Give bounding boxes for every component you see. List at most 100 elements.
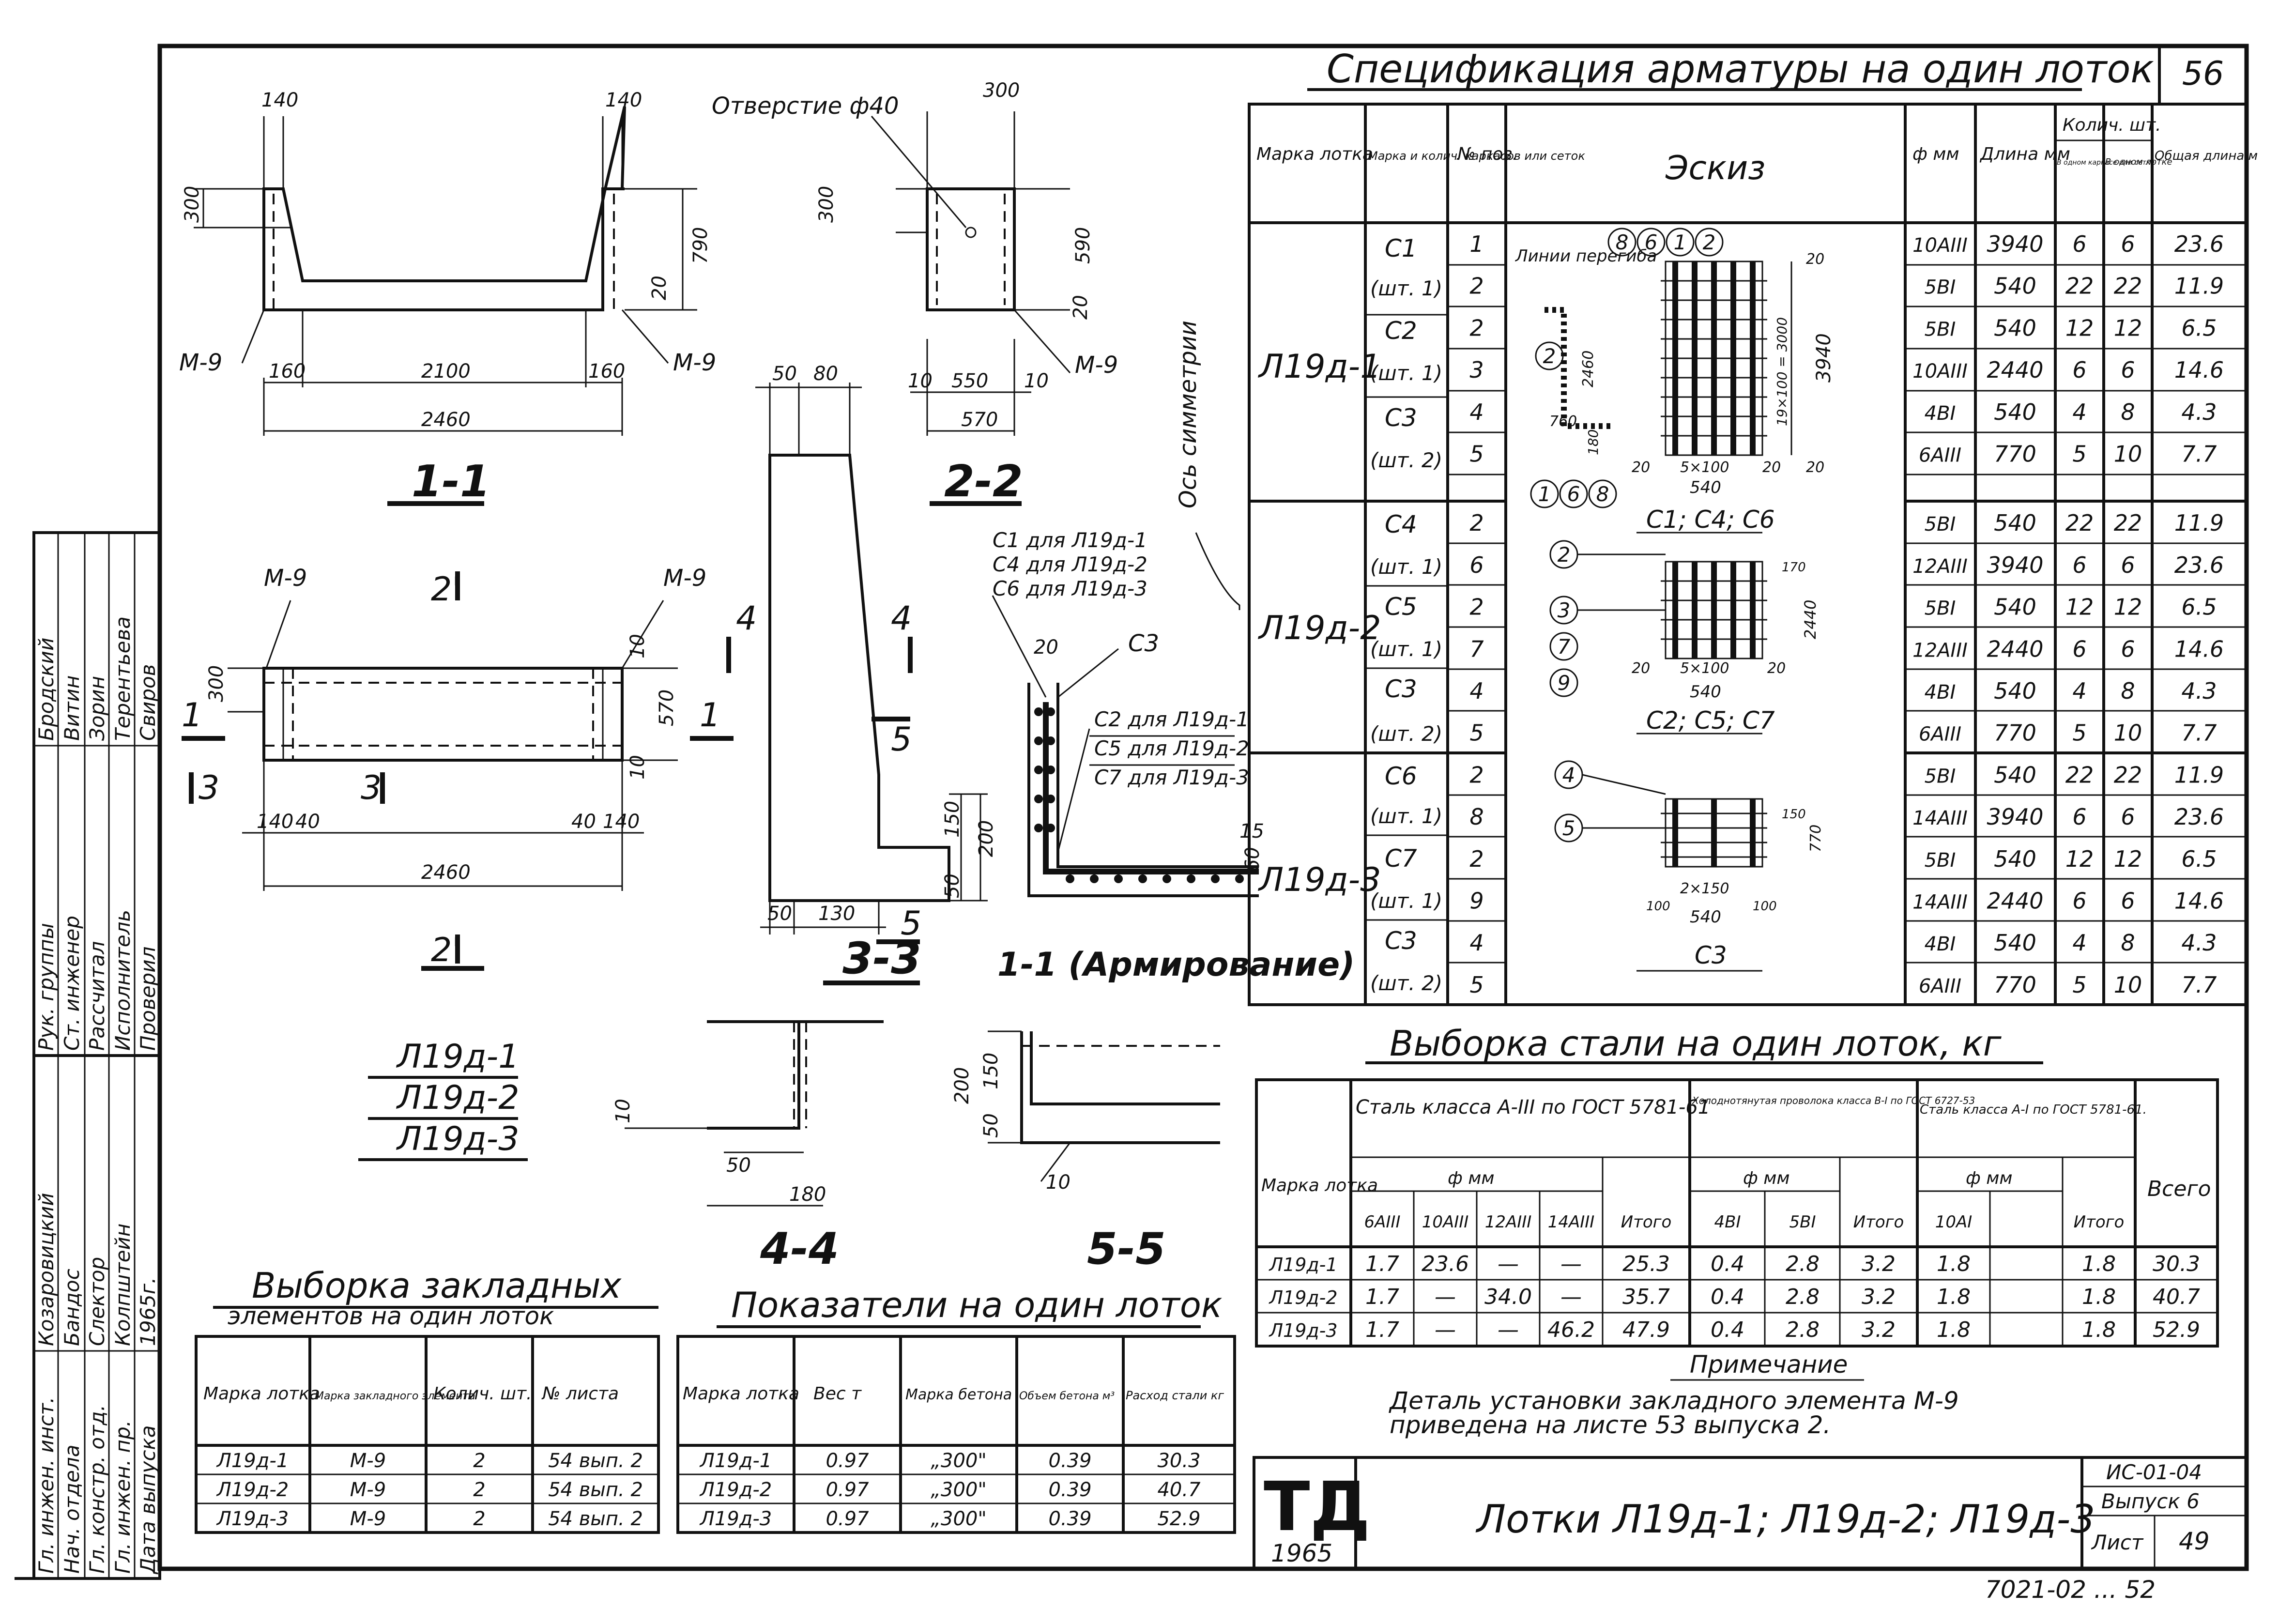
dim-160-a: 160 xyxy=(269,360,306,383)
model-list: Л19д-1 Л19д-2 Л19д-3 xyxy=(358,1038,528,1161)
spec-cell-r15-c4: 12 xyxy=(2065,846,2094,872)
spec-cell-r3-c4: 12 xyxy=(2065,315,2094,341)
steel-cell-r3-c4: — xyxy=(1498,1318,1519,1342)
dim-140-a: 140 xyxy=(261,89,298,111)
embedded-h-qty: Колич. шт. xyxy=(433,1384,532,1404)
spec-frame-5-count: (шт. 1) xyxy=(1370,637,1442,661)
label-c1-for: С1 для Л19д-1 xyxy=(993,528,1147,552)
dim-140-b: 140 xyxy=(605,89,642,111)
label-m9-b: М-9 xyxy=(673,349,716,376)
sketch-circle-6a: 6 xyxy=(1645,230,1658,254)
dim-10-e: 10 xyxy=(612,1099,634,1123)
label-m9-d: М-9 xyxy=(264,565,307,592)
embedded-h-sheet: № листа xyxy=(541,1384,619,1404)
steel-cell-r3-c5: 46.2 xyxy=(1547,1318,1595,1342)
spec-cell-r13-c1: 2 xyxy=(1469,762,1483,788)
spec-cell-r14-c4: 6 xyxy=(2072,804,2086,830)
spec-cell-r9-c6: 6.5 xyxy=(2181,594,2217,620)
section-2-2-caption: 2-2 xyxy=(944,456,1023,507)
spec-cell-r12-c3: 770 xyxy=(1994,720,2036,746)
dim-140-d: 140 xyxy=(603,811,640,833)
sketch-circle-2b: 2 xyxy=(1543,344,1556,368)
dim-180: 180 xyxy=(789,1183,826,1206)
spec-cell-r14-c1: 8 xyxy=(1469,804,1483,830)
spec-cell-r12-c6: 7.7 xyxy=(2181,720,2217,746)
mark-3-mid: 3 xyxy=(361,769,382,807)
indicators-h-steel: Расход стали кг xyxy=(1126,1389,1224,1402)
sketch-dim-2460c: 2460 xyxy=(1580,351,1597,387)
dim-50-a: 50 xyxy=(772,363,797,385)
spec-cell-r4-c1: 3 xyxy=(1469,357,1483,383)
side-stamp-role-3: Рассчитал xyxy=(85,941,109,1051)
spec-frame-7-count: (шт. 1) xyxy=(1370,804,1442,828)
spec-h-qty-one: В одном каркасе или сетке xyxy=(2057,159,2155,167)
steel-sub-9: 10АI xyxy=(1935,1212,1973,1232)
spec-cell-r17-c4: 4 xyxy=(2072,930,2086,956)
dim-50-d: 50 xyxy=(726,1154,751,1177)
side-stamp-role-1: Рук. группы xyxy=(34,923,58,1051)
spec-h-pos: № поз. xyxy=(1456,144,1518,164)
spec-cell-r8-c6: 23.6 xyxy=(2174,552,2224,578)
side-stamp-name-6: Козаровицкий xyxy=(34,1193,58,1346)
dim-40-b: 40 xyxy=(571,811,596,833)
spec-h-qty-tray: В одном лотке xyxy=(2105,157,2172,167)
spec-cell-r14-c2: 14АIII xyxy=(1912,807,1968,829)
sketch-cap-3: С3 xyxy=(1695,941,1727,969)
steel-cell-r3-c10: 1.8 xyxy=(1937,1318,1971,1342)
sketch-dim-3000: 19×100 = 3000 xyxy=(1774,317,1790,426)
steel-sub-2: 10АIII xyxy=(1422,1212,1469,1232)
side-stamp-role-9: Гл. инжен. пр. xyxy=(111,1420,135,1574)
steel-cell-r3-c1: Л19д-3 xyxy=(1268,1320,1337,1341)
steel-cell-r1-c13: 30.3 xyxy=(2153,1252,2200,1276)
sketch-dim-540b: 540 xyxy=(1690,682,1721,702)
indicators-cell-r1-c2: 0.97 xyxy=(826,1450,869,1472)
label-c3-detail: С3 xyxy=(1128,630,1159,657)
spec-cell-r4-c5: 6 xyxy=(2121,357,2135,383)
sketch-cap-2: С2; С5; С7 xyxy=(1646,706,1775,735)
spec-cell-r3-c1: 2 xyxy=(1469,315,1483,341)
spec-cell-r9-c5: 12 xyxy=(2114,594,2142,620)
sketch-dim-170: 170 xyxy=(1782,560,1806,575)
section-5-5-drawing: 200 150 50 10 5-5 xyxy=(951,1030,1220,1274)
spec-h-diam: ф мм xyxy=(1912,144,1959,164)
dim-570: 570 xyxy=(961,409,998,431)
indicators-cell-r2-c1: Л19д-2 xyxy=(699,1479,772,1501)
spec-cell-r18-c1: 5 xyxy=(1469,972,1483,998)
spec-table: Спецификация арматуры на один лоток xyxy=(1248,46,2258,1006)
section-1-1-drawing: 140 140 300 790 20 160 2100 160 2460 М-9… xyxy=(179,89,716,507)
note-title: Примечание xyxy=(1690,1350,1848,1379)
embedded-cell-r2-c3: 2 xyxy=(473,1479,485,1501)
section-1-1-reinforcement: 15 60 20 С1 для Л19д-1 С4 для Л19д-2 С6 … xyxy=(992,528,1355,984)
section-3-3-drawing: 50 80 50 130 150 200 50 4 4 5 5 3-3 xyxy=(726,363,997,985)
spec-cell-r5-c4: 4 xyxy=(2072,399,2086,425)
dim-40-a: 40 xyxy=(295,811,320,833)
spec-cell-r12-c4: 5 xyxy=(2072,720,2086,746)
spec-cell-r11-c5: 8 xyxy=(2121,678,2135,704)
dim-80: 80 xyxy=(813,363,838,385)
sketch-dim-540a: 540 xyxy=(1690,478,1721,497)
embedded-cell-r3-c3: 2 xyxy=(473,1508,485,1530)
dim-2460-b: 2460 xyxy=(421,861,471,884)
spec-cell-r10-c4: 6 xyxy=(2072,636,2086,662)
spec-cell-r15-c1: 2 xyxy=(1469,846,1483,872)
steel-cell-r2-c4: 34.0 xyxy=(1484,1285,1532,1309)
sketch-mesh-2: 2 3 7 9 170 2440 20 5×100 20 540 С2; С5;… xyxy=(1549,540,1820,735)
spec-cell-r2-c3: 540 xyxy=(1994,273,2036,299)
spec-h-mark: Марка лотка xyxy=(1256,144,1373,164)
dim-15: 15 xyxy=(1239,820,1264,843)
spec-cell-r1-c6: 23.6 xyxy=(2174,231,2224,257)
stamp-issue: Выпуск 6 xyxy=(2101,1489,2200,1513)
sketch-circle-4: 4 xyxy=(1562,763,1575,787)
spec-h-qty: Колич. шт. xyxy=(2063,115,2161,135)
mark-1-right: 1 xyxy=(700,696,720,735)
section-1-1-caption: 1-1 xyxy=(412,456,490,507)
spec-frame-5-name: С5 xyxy=(1385,593,1417,621)
embedded-table: Выборка закладных элементов на один лото… xyxy=(195,1265,660,1534)
indicators-cell-r2-c5: 40.7 xyxy=(1157,1479,1201,1501)
dim-10-b: 10 xyxy=(1024,370,1049,392)
steel-cell-r3-c8: 2.8 xyxy=(1786,1318,1820,1342)
stamp-sheet-label: Лист xyxy=(2091,1531,2144,1554)
